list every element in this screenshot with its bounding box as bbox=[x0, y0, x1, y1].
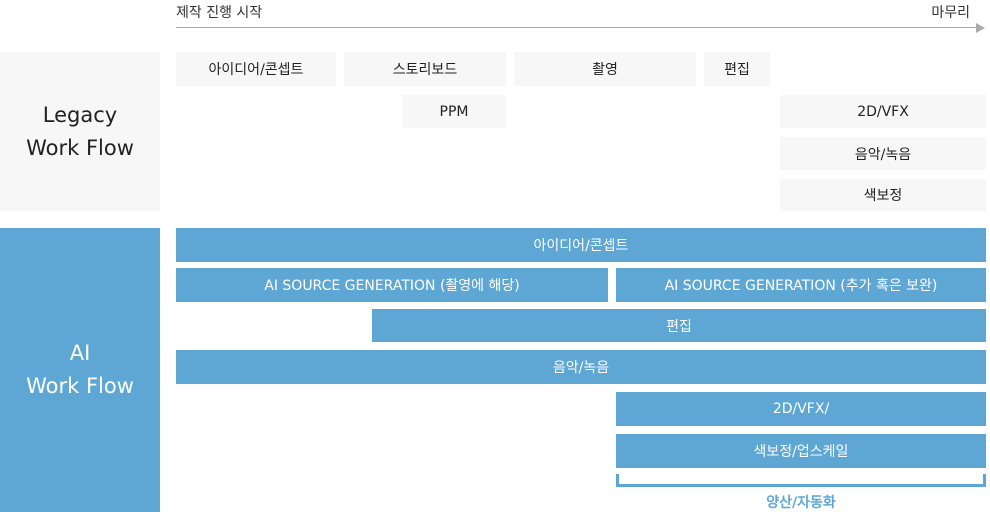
ai-step-generation-shooting: AI SOURCE GENERATION (촬영에 해당) bbox=[176, 268, 608, 302]
mass-production-label: 양산/자동화 bbox=[766, 495, 836, 511]
timeline-arrow-line bbox=[176, 27, 978, 28]
legacy-step-color: 색보정 bbox=[780, 179, 986, 211]
ai-step-music: 음악/녹음 bbox=[176, 350, 986, 384]
arrow-right-icon bbox=[976, 23, 985, 33]
ai-step-idea: 아이디어/콘셉트 bbox=[176, 228, 986, 262]
timeline-end-label: 마무리 bbox=[931, 5, 970, 21]
ai-step-edit: 편집 bbox=[372, 309, 986, 342]
timeline-start-label: 제작 진행 시작 bbox=[176, 5, 263, 21]
legacy-workflow-title: Legacy Work Flow bbox=[0, 52, 160, 211]
legacy-step-storyboard: 스토리보드 bbox=[344, 52, 506, 86]
ai-step-vfx: 2D/VFX/ bbox=[616, 392, 986, 426]
legacy-step-vfx: 2D/VFX bbox=[780, 95, 986, 128]
legacy-step-ppm: PPM bbox=[402, 95, 506, 128]
ai-workflow-title: AI Work Flow bbox=[0, 228, 160, 512]
mass-production-bracket bbox=[616, 474, 986, 487]
ai-step-color: 색보정/업스케일 bbox=[616, 434, 986, 468]
legacy-step-music: 음악/녹음 bbox=[780, 137, 986, 170]
legacy-step-idea: 아이디어/콘셉트 bbox=[176, 52, 336, 86]
legacy-step-edit: 편집 bbox=[704, 52, 770, 86]
legacy-step-shooting: 촬영 bbox=[514, 52, 696, 86]
ai-step-generation-extra: AI SOURCE GENERATION (추가 혹은 보완) bbox=[616, 268, 986, 302]
